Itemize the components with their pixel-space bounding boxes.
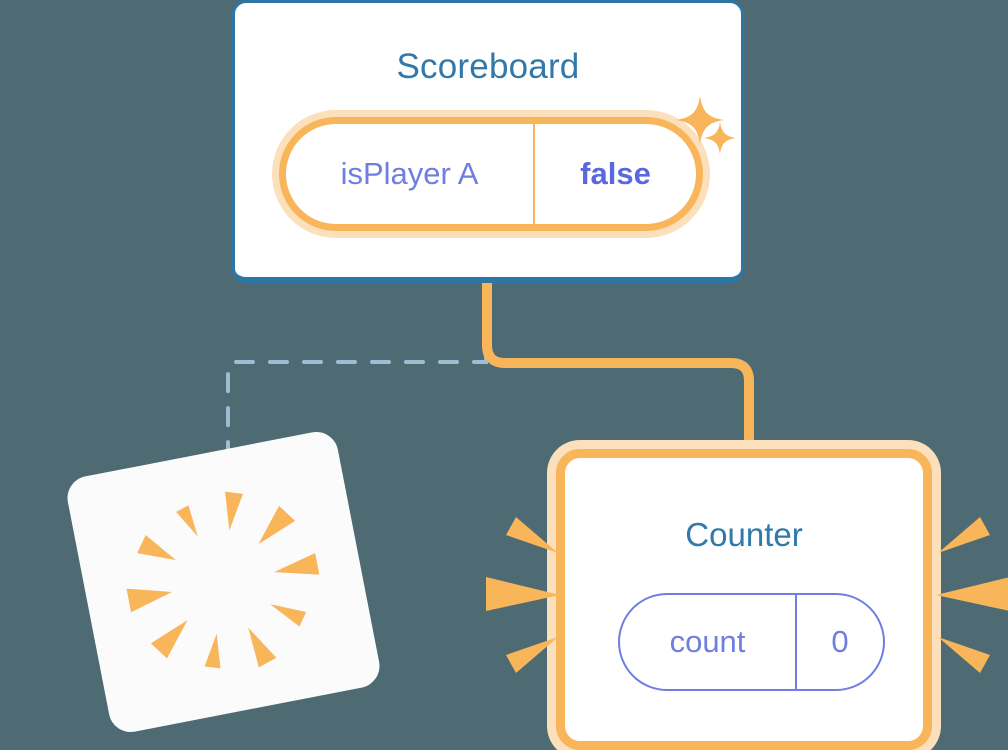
burst-right-of-counter-icon — [936, 517, 1008, 673]
sparkle-large-icon — [676, 96, 724, 144]
scoreboard-state-pill[interactable]: isPlayer A false — [279, 117, 703, 231]
burst-left-of-counter-icon — [486, 517, 560, 673]
counter-title: Counter — [685, 516, 803, 553]
ghost-card[interactable] — [63, 428, 384, 736]
scoreboard-state-key: isPlayer A — [286, 124, 535, 224]
scoreboard-state-value: false — [580, 156, 651, 191]
sparkle-small-icon — [704, 122, 736, 154]
ghost-card-burst-icon — [126, 491, 320, 669]
scoreboard-title: Scoreboard — [396, 47, 580, 86]
solid-connector-to-counter — [482, 278, 754, 467]
counter-card[interactable]: Counter count 0 — [556, 449, 932, 750]
scoreboard-card[interactable]: Scoreboard isPlayer A false — [232, 0, 744, 283]
counter-state-key: count — [620, 595, 797, 689]
counter-state-value: 0 — [831, 624, 849, 659]
counter-state-pill[interactable]: count 0 — [618, 593, 885, 691]
